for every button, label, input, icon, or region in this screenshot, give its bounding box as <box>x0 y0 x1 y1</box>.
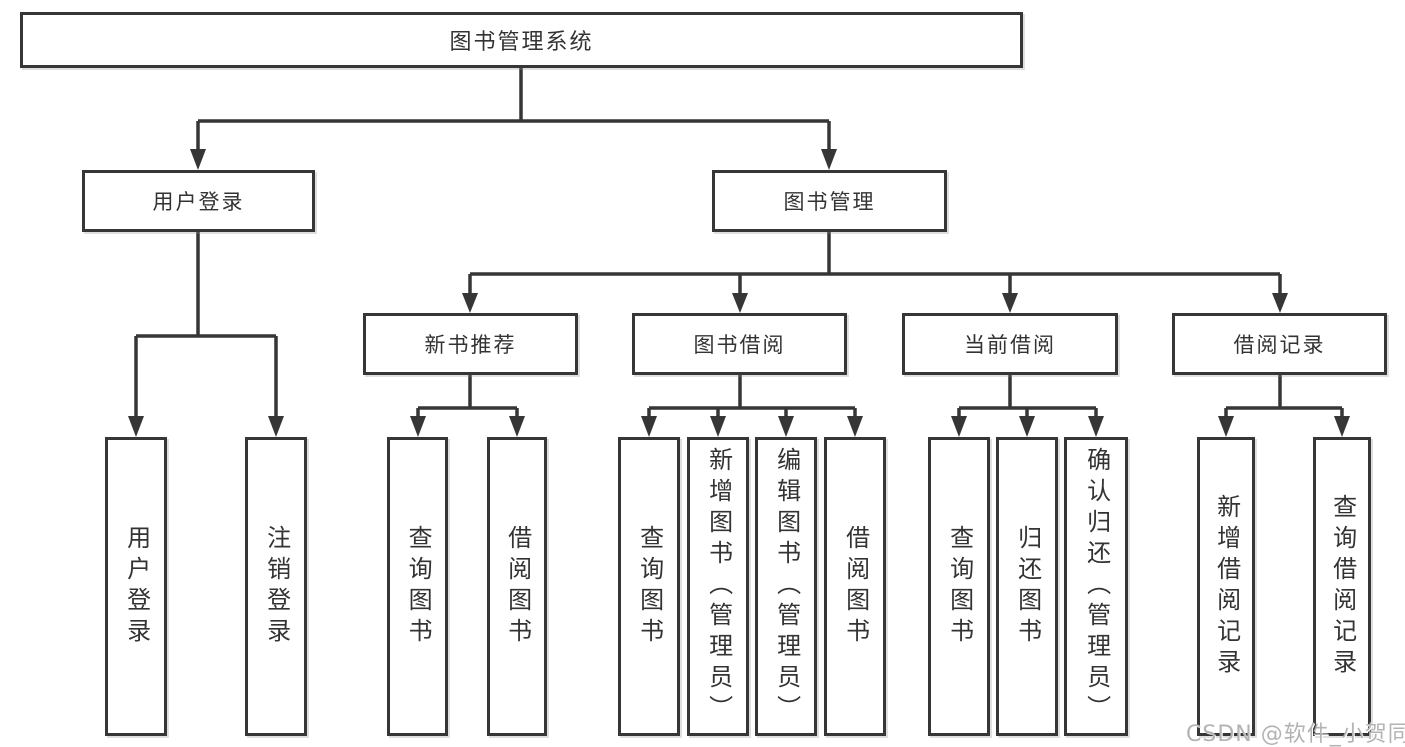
connector-book-borrowing-branch <box>647 375 857 422</box>
leaf-label: 用户登录 <box>122 524 151 649</box>
leaf-logout: 注销登录 <box>245 437 307 736</box>
leaf-query-books-current: 查询图书 <box>928 437 990 736</box>
connector-book-management-branch <box>468 232 1282 296</box>
leaf-add-book-admin: 新增图书（管理员） <box>687 437 749 736</box>
leaf-borrow-books: 借阅图书 <box>824 437 886 736</box>
node-label: 图书借阅 <box>693 333 786 357</box>
node-label: 新书推荐 <box>424 333 517 357</box>
node-current-borrowing: 当前借阅 <box>902 313 1118 375</box>
leaf-return-books: 归还图书 <box>996 437 1058 736</box>
root-label: 图书管理系统 <box>449 30 594 55</box>
connector-borrowing-records-branch <box>1224 375 1344 422</box>
leaf-label: 查询图书 <box>404 524 433 649</box>
connector-current-borrowing-branch <box>957 375 1098 422</box>
node-label: 图书管理 <box>783 190 876 214</box>
node-book-management: 图书管理 <box>712 170 947 232</box>
leaf-edit-book-admin: 编辑图书（管理员） <box>755 437 817 736</box>
leaf-label: 新增图书（管理员） <box>704 447 733 726</box>
leaf-label: 编辑图书（管理员） <box>772 447 801 726</box>
leaf-query-books-recommend: 查询图书 <box>387 437 448 736</box>
leaf-label: 注销登录 <box>262 524 291 649</box>
leaf-add-borrow-record: 新增借阅记录 <box>1197 437 1255 736</box>
leaf-label: 借阅图书 <box>503 524 532 649</box>
node-label: 借阅记录 <box>1233 333 1326 357</box>
node-new-book-recommendation: 新书推荐 <box>363 313 578 375</box>
leaf-user-login: 用户登录 <box>105 437 167 736</box>
leaf-borrow-books-recommend: 借阅图书 <box>487 437 547 736</box>
node-root: 图书管理系统 <box>20 12 1023 68</box>
leaf-label: 查询图书 <box>945 524 974 649</box>
csdn-watermark: CSDN @软件_小贺同学 <box>1186 722 1405 747</box>
connector-user-login-branch <box>134 232 278 422</box>
connector-root-to-level1 <box>196 68 831 152</box>
leaf-label: 借阅图书 <box>841 524 870 649</box>
node-label: 用户登录 <box>152 190 245 214</box>
leaf-label: 确认归还（管理员） <box>1082 447 1111 726</box>
leaf-label: 查询图书 <box>635 524 664 649</box>
leaf-label: 新增借阅记录 <box>1212 493 1241 680</box>
node-user-login: 用户登录 <box>82 170 315 232</box>
connector-new-book-branch <box>416 375 519 422</box>
leaf-label: 查询借阅记录 <box>1328 493 1357 680</box>
node-label: 当前借阅 <box>964 333 1056 357</box>
leaf-query-borrow-record: 查询借阅记录 <box>1313 437 1371 736</box>
arrowheads <box>128 149 1350 437</box>
leaf-query-books-borrowing: 查询图书 <box>618 437 680 736</box>
node-book-borrowing: 图书借阅 <box>632 313 847 375</box>
leaf-confirm-return-admin: 确认归还（管理员） <box>1064 437 1128 736</box>
node-borrowing-records: 借阅记录 <box>1172 313 1387 375</box>
leaf-label: 归还图书 <box>1013 524 1042 649</box>
